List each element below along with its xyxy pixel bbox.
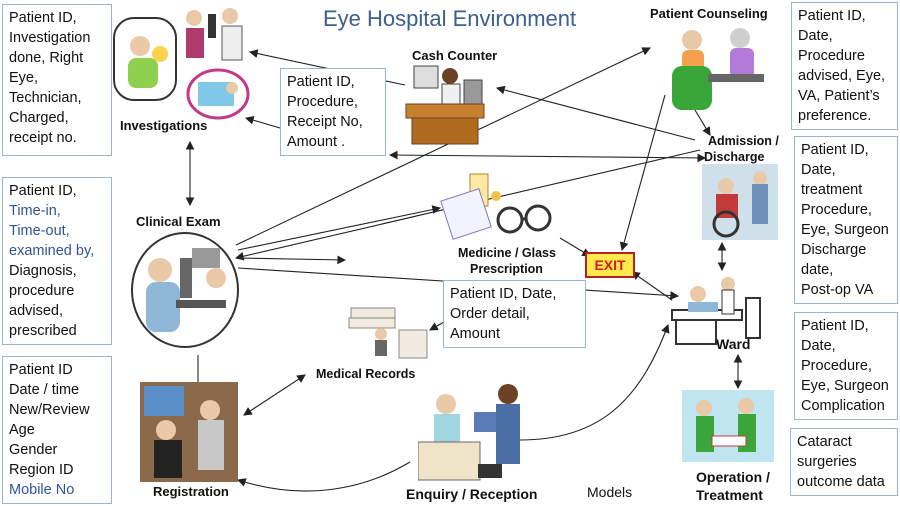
- medicine-label-1: Medicine / Glass: [458, 246, 556, 260]
- patient-counseling-illustration: [672, 28, 764, 110]
- registration-data-box: Patient ID Date / time New/Review Age Ge…: [2, 356, 112, 504]
- operation-treatment-label-2: Treatment: [696, 487, 763, 503]
- arrow-clinical-exit: [237, 255, 347, 265]
- order-data-box: Patient ID, Date, Order detail, Amount: [443, 280, 586, 348]
- patient-counseling-label: Patient Counseling: [650, 6, 768, 21]
- counseling-data-box: Patient ID, Date, Procedure advised, Eye…: [791, 2, 898, 130]
- medical-records-illustration: [348, 307, 428, 359]
- registration-data-part-2: Mobile No: [9, 482, 75, 498]
- arrow-enquiry-ward: [519, 323, 670, 441]
- clinical-exam-data-part-1: Patient ID,: [9, 183, 77, 199]
- admission-discharge-illustration: [702, 164, 778, 240]
- medicine-label-2: Prescription: [470, 262, 543, 276]
- investigations-illustration: [113, 6, 250, 120]
- arrow-clinical-counseling: [235, 47, 651, 246]
- arrow-counseling-admission: [694, 109, 711, 136]
- investigations-data-box: Patient ID, Investigation done, Right Ey…: [2, 4, 112, 156]
- admission-discharge-label-2: Discharge: [704, 150, 765, 164]
- cash-counter-illustration: [405, 65, 485, 145]
- clinical-exam-data-box: Patient ID, Time-in, Time-out, examined …: [2, 177, 112, 345]
- admission-data-box: Patient ID, Date, treatment Procedure, E…: [794, 136, 898, 304]
- ward-illustration: [671, 277, 761, 345]
- enquiry-reception-label: Enquiry / Reception: [406, 486, 538, 502]
- registration-illustration: [140, 382, 238, 482]
- page-title: Eye Hospital Environment: [323, 6, 577, 31]
- operation-data-box: Patient ID, Date, Procedure, Eye, Surgeo…: [794, 312, 898, 420]
- clinical-exam-data-part-3: Diagnosis, procedure advised, prescribed: [9, 263, 77, 339]
- registration-label: Registration: [153, 484, 229, 499]
- admission-discharge-label-1: Admission /: [708, 134, 779, 148]
- enquiry-reception-illustration: [418, 384, 520, 481]
- registration-data-part-1: Patient ID Date / time New/Review Age Ge…: [9, 362, 90, 478]
- clinical-exam-data-part-2: Time-in, Time-out, examined by,: [9, 203, 95, 259]
- clinical-exam-illustration: [131, 232, 239, 348]
- operation-treatment-label-1: Operation /: [696, 469, 770, 485]
- arrow-registration-records: [243, 374, 306, 416]
- arrow-order-records: [429, 321, 445, 331]
- cataract-outcome-box: Cataract surgeries outcome data: [790, 428, 898, 496]
- arrow-clinical-medicine: [237, 205, 442, 251]
- arrow-enquiry-registration: [236, 461, 411, 492]
- ward-label: Ward: [716, 336, 751, 352]
- cash-data-box: Patient ID, Procedure, Receipt No, Amoun…: [280, 68, 386, 156]
- arrow-cash-admission: [388, 150, 707, 163]
- medicine-illustration: [440, 173, 552, 240]
- exit-label: EXIT: [594, 257, 626, 273]
- models-label: Models: [587, 484, 633, 500]
- exit-sign: EXIT: [585, 252, 635, 278]
- investigations-label: Investigations: [120, 118, 208, 133]
- operation-treatment-illustration: [682, 390, 774, 462]
- clinical-exam-label: Clinical Exam: [136, 214, 221, 229]
- cash-counter-label: Cash Counter: [412, 48, 498, 63]
- medical-records-label: Medical Records: [316, 367, 416, 381]
- arrow-counseling-cash: [495, 85, 696, 141]
- arrow-ward-exit: [631, 271, 673, 301]
- arrow-cash-investigations-2: [244, 115, 281, 129]
- arrow-counseling-exit: [619, 94, 666, 252]
